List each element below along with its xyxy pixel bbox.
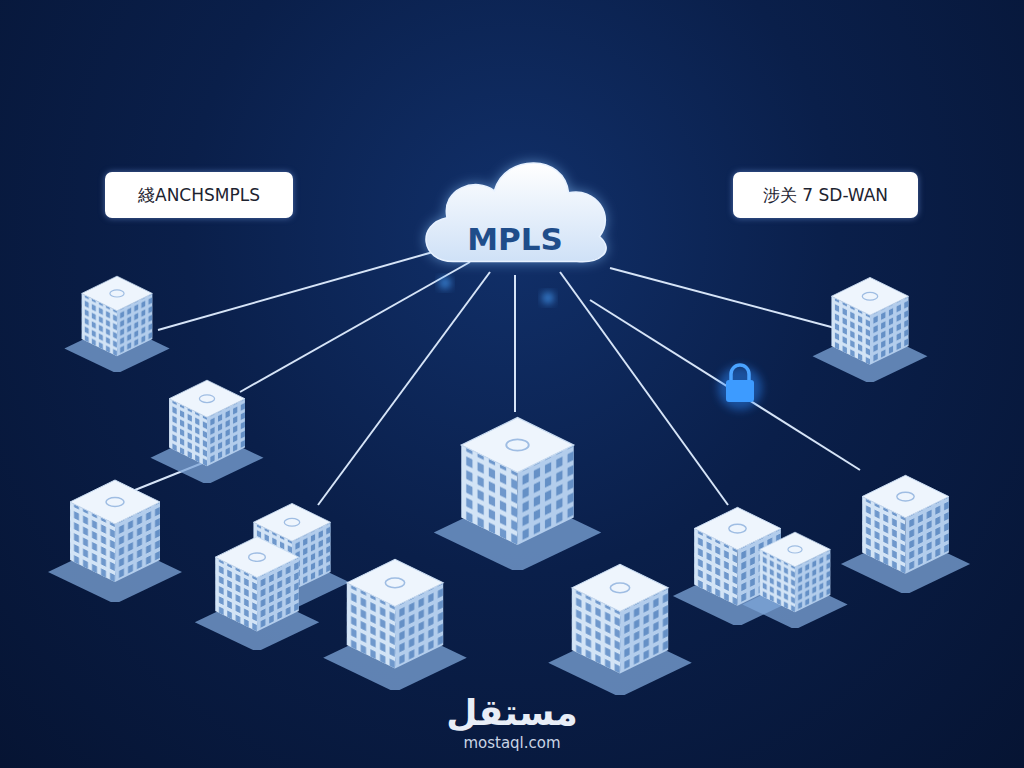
box-label: 涉关 7 SD-WAN bbox=[763, 184, 888, 207]
link-line bbox=[514, 275, 516, 412]
link-line bbox=[590, 300, 860, 470]
building bbox=[742, 532, 847, 629]
building bbox=[64, 276, 169, 373]
label-box: 綫ANCHSMPLS bbox=[105, 172, 293, 218]
building bbox=[195, 537, 319, 652]
building bbox=[323, 559, 467, 692]
cloud-label: MPLS bbox=[467, 221, 563, 257]
box-label: 綫ANCHSMPLS bbox=[138, 184, 260, 207]
building bbox=[48, 480, 182, 604]
link-line bbox=[610, 268, 835, 328]
building bbox=[548, 564, 692, 697]
label-box: 涉关 7 SD-WAN bbox=[733, 172, 918, 218]
building bbox=[813, 277, 928, 383]
glow-dot bbox=[543, 293, 553, 303]
watermark-url: mostaql.com bbox=[463, 734, 560, 752]
building bbox=[151, 380, 264, 485]
cloud-node: MPLS bbox=[412, 145, 618, 275]
lock-icon bbox=[718, 365, 762, 410]
link-line bbox=[560, 272, 728, 505]
glow-dot bbox=[440, 278, 450, 288]
link-line bbox=[158, 250, 440, 330]
building bbox=[841, 475, 970, 595]
buildings bbox=[48, 276, 970, 697]
watermark: مستقل bbox=[446, 692, 578, 733]
link-line bbox=[240, 262, 470, 392]
building bbox=[434, 418, 602, 573]
